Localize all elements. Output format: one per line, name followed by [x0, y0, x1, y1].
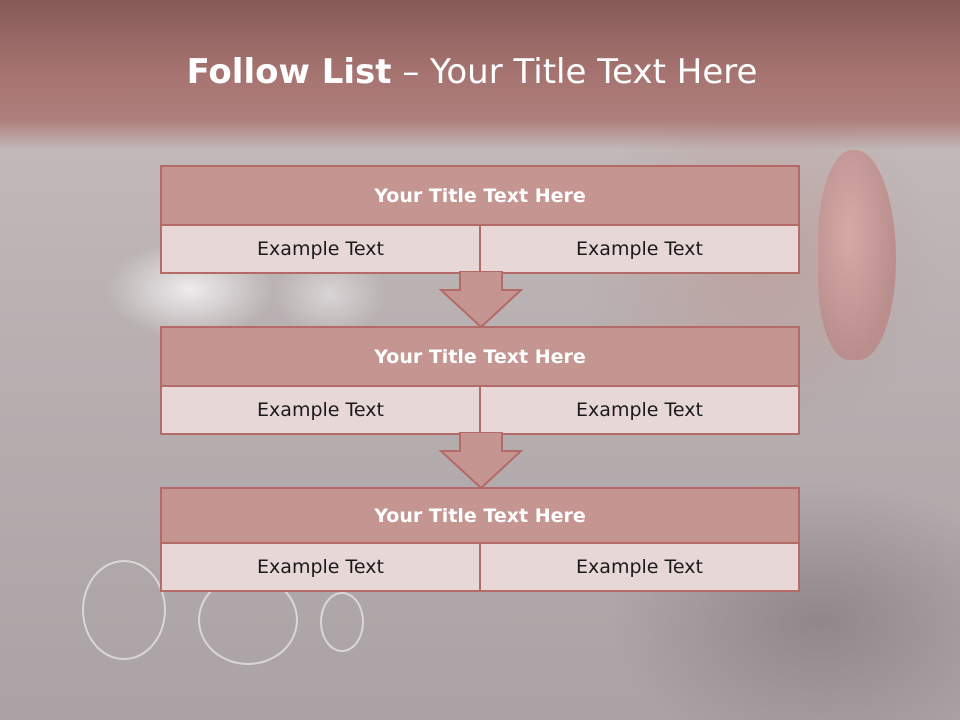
slide-title-bold: Follow List — [186, 52, 392, 92]
down-arrow-icon — [438, 271, 524, 329]
step-cell-left: Example Text — [257, 238, 384, 260]
slide-title: Follow List – Your Title Text Here — [0, 52, 944, 92]
ear-shape — [818, 150, 896, 360]
dashboard-gauge-right — [320, 592, 364, 652]
step-title: Your Title Text Here — [162, 167, 798, 226]
step-cell-right: Example Text — [479, 226, 798, 272]
down-arrow-icon — [438, 432, 524, 490]
step-row: Example Text Example Text — [162, 226, 798, 272]
dashboard-gauge-left — [82, 560, 166, 660]
step-cell-right: Example Text — [479, 387, 798, 433]
step-row: Example Text Example Text — [162, 544, 798, 590]
step-box-1: Your Title Text Here Example Text Exampl… — [160, 165, 800, 274]
step-title: Your Title Text Here — [162, 489, 798, 544]
step-cell-left: Example Text — [257, 556, 384, 578]
slide-title-rest: – Your Title Text Here — [391, 52, 758, 92]
step-cell-left: Example Text — [257, 399, 384, 421]
step-box-3: Your Title Text Here Example Text Exampl… — [160, 487, 800, 592]
step-box-2: Your Title Text Here Example Text Exampl… — [160, 326, 800, 435]
header-band — [0, 0, 960, 150]
step-title: Your Title Text Here — [162, 328, 798, 387]
step-row: Example Text Example Text — [162, 387, 798, 433]
step-cell-right: Example Text — [479, 544, 798, 590]
